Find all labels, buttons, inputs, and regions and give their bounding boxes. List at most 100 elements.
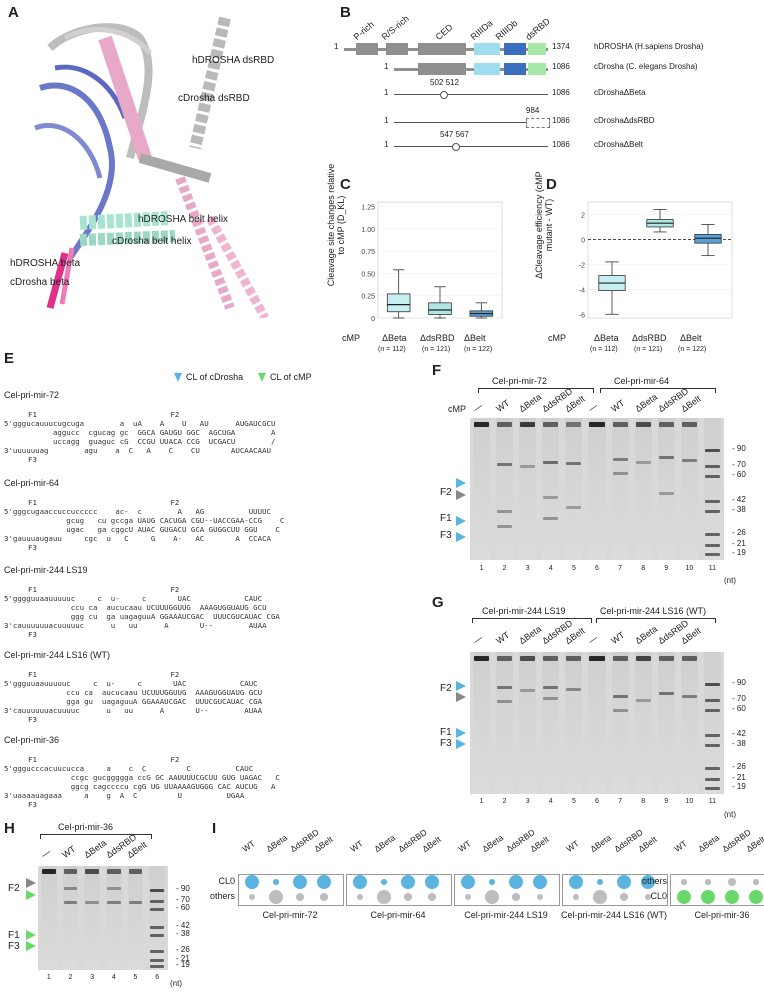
- gel-band: [658, 491, 674, 495]
- lane-number: 6: [595, 798, 599, 805]
- gel-band: [635, 422, 651, 428]
- label-hdrosha-belt: hDROSHA belt helix: [138, 214, 229, 225]
- dotplot-dot: [533, 875, 547, 889]
- row2-start: 1: [384, 62, 389, 71]
- row3-del: 502 512: [430, 78, 459, 87]
- marker-label: - 19: [176, 959, 190, 969]
- construct-line: gcug cu gccga UAUG CACUGA CGU--UACCGAA-C…: [4, 516, 285, 525]
- gel-lane: [588, 652, 606, 794]
- panel-f-side-f1: F1: [440, 513, 452, 524]
- y-tick-label: 0.75: [361, 249, 375, 256]
- lane-label: WT: [494, 629, 512, 646]
- construct-line: 3'uaaaauagaaa a g A C U UGAA: [4, 791, 245, 800]
- dotplot-dot: [677, 890, 691, 904]
- panel-f-label: F: [432, 362, 442, 379]
- y-tick-label: -2: [579, 262, 585, 269]
- panel-g-group1: Cel-pri-mir-244 LS19: [482, 606, 566, 616]
- gel-band: [107, 886, 121, 890]
- gel-band: [543, 496, 559, 500]
- dotplot-row-label: CL0: [218, 876, 235, 886]
- gel-band: [704, 464, 720, 468]
- gel-band: [128, 901, 143, 905]
- gel-band: [658, 422, 674, 428]
- construct-title: Cel-pri-mir-244 LS19: [4, 565, 88, 575]
- gel-lane: [496, 652, 514, 794]
- dotplot-dot: [464, 893, 472, 901]
- gel-band: [566, 422, 582, 428]
- gel-band: [497, 422, 513, 428]
- dotplot-dot: [488, 878, 496, 886]
- marker-label: - 90: [176, 883, 190, 893]
- lane-number: 7: [618, 798, 623, 805]
- dotplot-dot: [428, 893, 436, 901]
- lane-number: 5: [571, 565, 576, 572]
- marker-label: - 42: [732, 495, 746, 505]
- dotplot-col-label: WT: [672, 838, 689, 854]
- row3-start: 1: [384, 88, 389, 97]
- panel-g-side-f2: F2: [440, 683, 452, 694]
- box: [386, 293, 411, 313]
- dotplot-dot: [617, 875, 631, 889]
- gel-band: [520, 422, 536, 428]
- dotplot-construct-label: Cel-pri-mir-244 LS19: [464, 910, 548, 920]
- lane-label: —: [471, 400, 485, 414]
- lane-number: 4: [111, 974, 116, 981]
- panel-f-group2: Cel-pri-mir-64: [614, 376, 670, 386]
- construct-line: F1 F2: [28, 755, 180, 764]
- label-cdrosha-beta: cDrosha beta: [10, 277, 70, 288]
- gel-band: [681, 422, 697, 428]
- gel-band: [520, 688, 536, 692]
- gel-band: [150, 888, 164, 892]
- row1-start: 1: [334, 42, 339, 51]
- panel-h-side-f1: F1: [8, 930, 20, 941]
- gel-band: [704, 552, 720, 556]
- gel-g: [470, 652, 724, 794]
- gel-band: [63, 901, 78, 905]
- dotplot-dot: [620, 893, 628, 901]
- construct-3: Cel-pri-mir-244 LS16 (WT) F1 F2 5'ggguua…: [4, 650, 334, 724]
- gel-band: [704, 449, 720, 453]
- lane-number: 8: [641, 798, 646, 805]
- gel-band: [497, 463, 513, 467]
- marker-label: - 60: [176, 902, 190, 912]
- panel-c-n-2: (n = 122): [464, 346, 493, 353]
- f3-arrow-icon: [456, 532, 466, 542]
- lane-number: 4: [548, 798, 553, 805]
- gel-band: [150, 900, 164, 904]
- y-tick-label: 0: [581, 237, 585, 244]
- construct-4: Cel-pri-mir-36 F1 F2 5'gggucccacuucucca …: [4, 735, 334, 809]
- gel-band: [681, 694, 697, 698]
- gel-band: [704, 708, 720, 712]
- marker-label: - 26: [732, 528, 746, 538]
- structure-illustration: [34, 16, 269, 318]
- gel-lane: [657, 652, 675, 794]
- construct-line: ccu ca aucucaau UCUUUGGUUG AAAGUGGUAUG G…: [4, 603, 267, 612]
- gel-band: [704, 500, 720, 504]
- gel-lane: [703, 652, 721, 794]
- h-f3-arrow-icon: [26, 941, 36, 951]
- gel-band: [107, 869, 121, 875]
- gel-lane: [41, 866, 57, 970]
- lane-number: 3: [525, 798, 530, 805]
- construct-line: ggg cu ga uagaguuA GGAAAUCGAC UUUCGUCAUA…: [4, 612, 280, 621]
- gel-lane: [84, 866, 100, 970]
- gel-lane: [519, 652, 537, 794]
- gel-band: [681, 459, 697, 463]
- panel-d-label: D: [546, 176, 557, 193]
- dotplot-dot: [381, 879, 387, 885]
- construct-line: aggucc cgucag gc GGCA GAUGU GGC AGCUGA A: [4, 428, 276, 437]
- row1-name: hDROSHA (H.sapiens Drosha): [594, 42, 704, 51]
- construct-line: 3'cauuuuuuacuuuuc u uu A U-- AUAA: [4, 706, 263, 715]
- domain-diagram: P-rich R/S-rich CED RIIIDa RIIIDb dsRBD …: [334, 13, 764, 158]
- gel-band: [543, 460, 559, 464]
- marker-label: - 19: [732, 781, 746, 791]
- gel-band: [704, 734, 720, 738]
- panel-d-row-label: cMP: [548, 333, 566, 343]
- gel-f-markers: - 90- 70- 60- 42- 38- 26- 21- 19: [726, 418, 762, 560]
- dotplot-dot: [705, 879, 711, 885]
